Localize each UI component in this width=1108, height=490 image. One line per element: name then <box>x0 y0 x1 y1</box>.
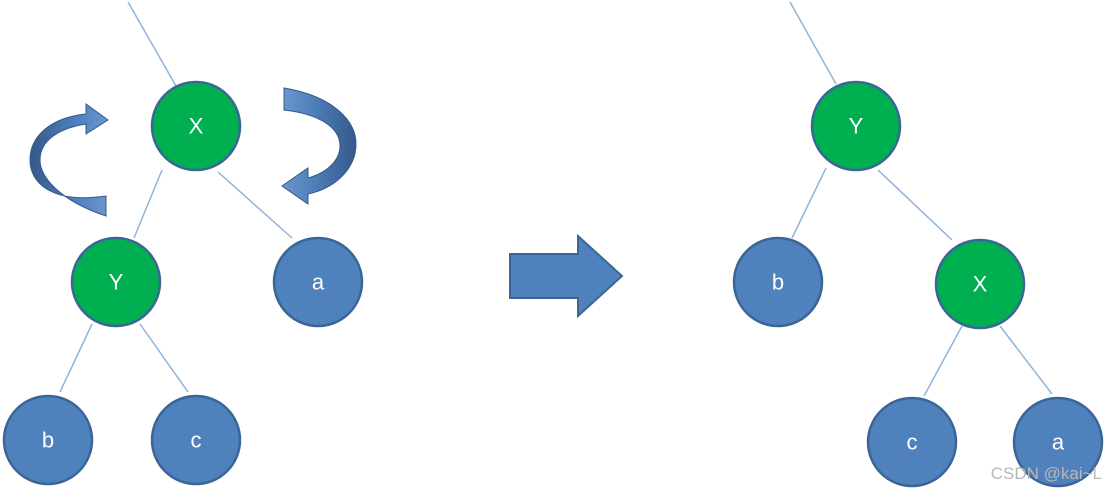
edge-y-to-c <box>139 323 189 393</box>
before-node-a: a <box>272 236 364 328</box>
before-node-b: b <box>2 394 94 486</box>
right-arrow-icon <box>509 233 624 319</box>
edge-y-to-b <box>59 323 93 393</box>
before-node-y: Y <box>70 236 162 328</box>
node-label: X <box>973 272 988 297</box>
curved-arrow-left-icon <box>29 103 109 217</box>
rotation-arrow-right <box>281 87 357 205</box>
before-node-c: c <box>150 394 242 486</box>
after-node-a: a <box>1012 396 1104 488</box>
edge-y-to-x <box>877 169 953 241</box>
edge-parent-to-y <box>789 1 837 85</box>
edge-x-to-a <box>217 171 293 239</box>
watermark-text: CSDN @kai~L <box>990 464 1102 483</box>
node-label: c <box>191 428 202 453</box>
before-node-x: X <box>150 80 242 172</box>
node-label: Y <box>849 114 864 139</box>
edge-x-to-y <box>133 169 163 239</box>
node-label: a <box>1052 430 1065 455</box>
after-node-x: X <box>934 238 1026 330</box>
edge-parent-to-x <box>127 1 177 87</box>
rotation-arrow-left <box>29 103 109 217</box>
after-node-b: b <box>732 236 824 328</box>
edge-x-to-a <box>999 325 1053 395</box>
transform-arrow <box>509 233 624 319</box>
after-node-c: c <box>866 396 958 488</box>
after-node-y: Y <box>810 80 902 172</box>
node-label: b <box>772 270 784 295</box>
node-label: c <box>907 430 918 455</box>
curved-arrow-right-icon <box>281 87 357 205</box>
after-tree-edges <box>789 1 1053 397</box>
edge-x-to-c <box>923 325 963 397</box>
before-tree-edges <box>59 1 293 393</box>
node-label: Y <box>109 270 124 295</box>
node-label: X <box>189 114 204 139</box>
edge-y-to-b <box>791 167 827 239</box>
node-label: a <box>312 270 325 295</box>
node-label: b <box>42 428 54 453</box>
